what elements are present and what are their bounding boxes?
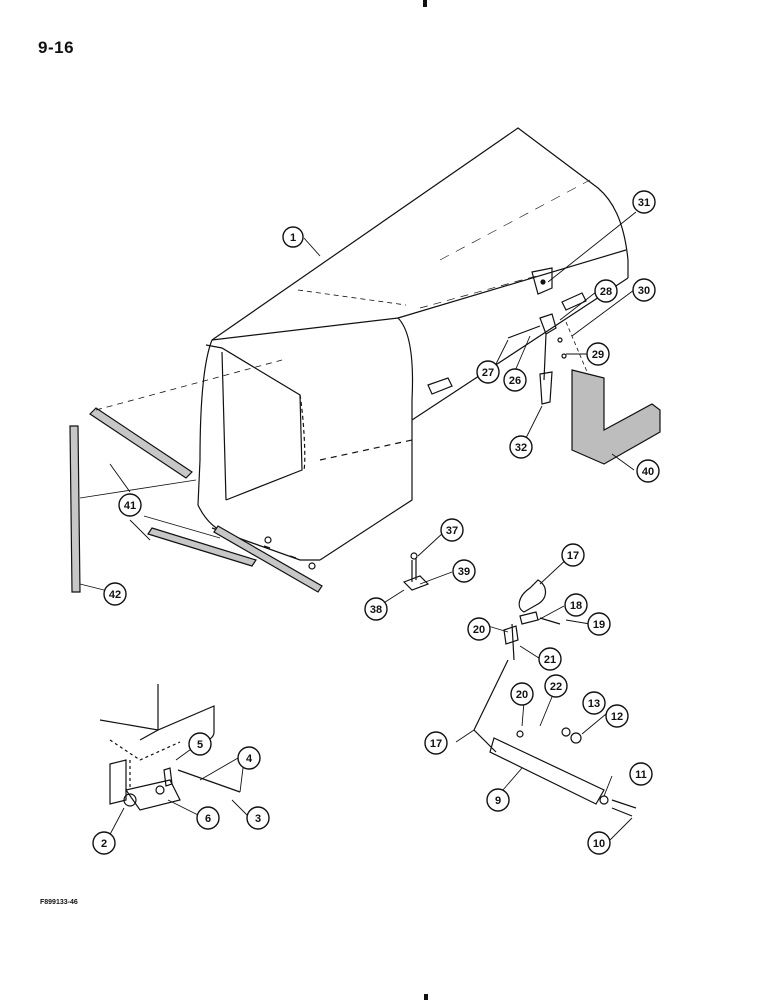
callout-17-top: 17 <box>561 543 585 567</box>
callout-4: 4 <box>237 746 261 770</box>
callout-22: 22 <box>544 674 568 698</box>
callout-5: 5 <box>188 732 212 756</box>
svg-text:42: 42 <box>109 589 121 601</box>
svg-text:5: 5 <box>197 739 203 751</box>
callout-39: 39 <box>452 559 476 583</box>
svg-text:3: 3 <box>255 813 261 825</box>
svg-text:18: 18 <box>570 600 582 612</box>
svg-text:9: 9 <box>495 795 501 807</box>
svg-text:19: 19 <box>593 619 605 631</box>
callout-38: 38 <box>364 597 388 621</box>
bottom-registration-mark <box>424 994 428 1000</box>
callout-18: 18 <box>564 593 588 617</box>
callout-20-top: 20 <box>467 617 491 641</box>
bracket-assembly <box>402 552 430 591</box>
callout-26: 26 <box>503 368 527 392</box>
svg-text:20: 20 <box>516 689 528 701</box>
callout-37: 37 <box>440 518 464 542</box>
callout-30: 30 <box>632 278 656 302</box>
callout-28: 28 <box>594 279 618 303</box>
callout-9: 9 <box>486 788 510 812</box>
svg-text:11: 11 <box>635 769 647 781</box>
svg-text:13: 13 <box>588 698 600 710</box>
callout-27: 27 <box>476 360 500 384</box>
page-number: 9-16 <box>38 38 75 57</box>
callout-42: 42 <box>103 582 127 606</box>
svg-text:17: 17 <box>430 738 442 750</box>
callout-1: 1 <box>282 226 304 248</box>
svg-text:1: 1 <box>290 232 296 244</box>
svg-text:40: 40 <box>642 466 654 478</box>
seal-strips <box>69 359 323 593</box>
callout-12: 12 <box>605 704 629 728</box>
callout-19: 19 <box>587 612 611 636</box>
callout-10: 10 <box>587 831 611 855</box>
svg-text:2: 2 <box>101 838 107 850</box>
latch-components <box>507 267 605 413</box>
rod-assembly <box>473 579 637 817</box>
callout-17-bottom: 17 <box>424 731 448 755</box>
callout-2: 2 <box>92 831 116 855</box>
callout-13: 13 <box>582 691 606 715</box>
callout-11: 11 <box>629 762 653 786</box>
svg-text:27: 27 <box>482 367 494 379</box>
svg-text:4: 4 <box>246 753 253 765</box>
svg-text:21: 21 <box>544 654 556 666</box>
svg-text:28: 28 <box>600 286 612 298</box>
callout-20-mid: 20 <box>510 682 534 706</box>
svg-text:32: 32 <box>515 442 527 454</box>
svg-text:38: 38 <box>370 604 382 616</box>
callout-29: 29 <box>586 342 610 366</box>
svg-text:22: 22 <box>550 681 562 693</box>
svg-text:31: 31 <box>638 197 650 209</box>
svg-text:29: 29 <box>592 349 604 361</box>
callout-40: 40 <box>636 459 660 483</box>
svg-text:17: 17 <box>567 550 579 562</box>
hood-assembly <box>197 127 629 570</box>
svg-text:20: 20 <box>473 624 485 636</box>
svg-text:37: 37 <box>446 525 458 537</box>
svg-text:39: 39 <box>458 566 470 578</box>
top-registration-mark <box>423 0 427 7</box>
svg-text:12: 12 <box>611 711 623 723</box>
svg-text:6: 6 <box>205 813 211 825</box>
callout-41: 41 <box>118 493 142 517</box>
svg-text:30: 30 <box>638 285 650 297</box>
svg-text:41: 41 <box>124 500 136 512</box>
seal-block <box>571 369 661 465</box>
callout-32: 32 <box>509 435 533 459</box>
svg-text:10: 10 <box>593 838 605 850</box>
callout-6: 6 <box>196 806 220 830</box>
callout-31: 31 <box>632 190 656 214</box>
svg-text:26: 26 <box>509 375 521 387</box>
callout-21: 21 <box>538 647 562 671</box>
hinge-bracket <box>99 684 241 811</box>
figure-code: F899133-46 <box>40 899 78 906</box>
callout-3: 3 <box>246 806 270 830</box>
leader-lines <box>79 211 637 843</box>
